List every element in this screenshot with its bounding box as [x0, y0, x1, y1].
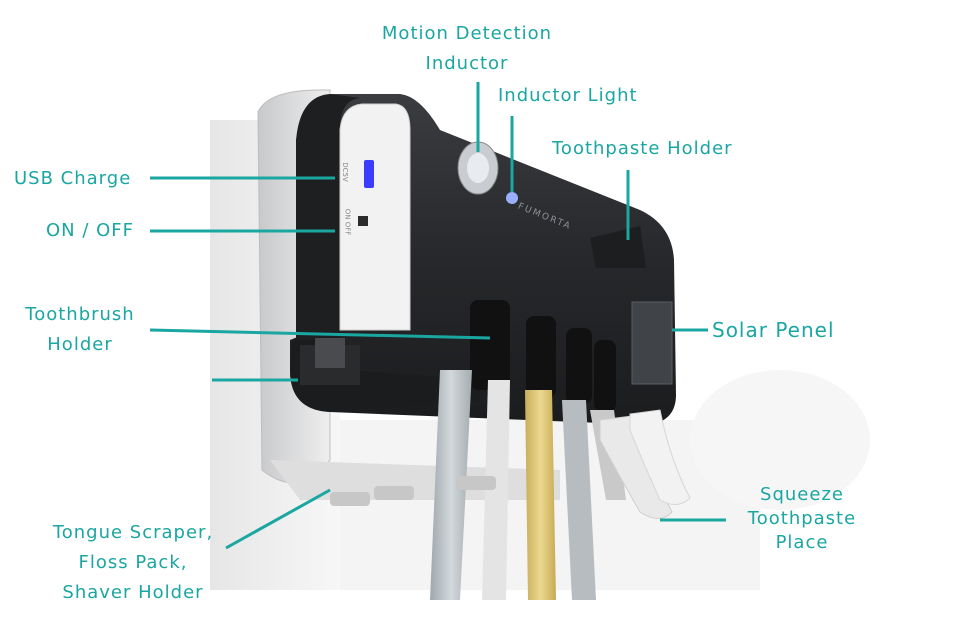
label-tongue-line1: Tongue Scraper,	[52, 522, 214, 543]
device-body	[290, 94, 676, 425]
leader-lines	[149, 82, 726, 550]
label-squeeze-line3: Place	[775, 532, 829, 553]
label-toothbrush-line1: Toothbrush	[25, 304, 135, 325]
device-dc-text: DC5V	[340, 162, 349, 182]
label-motion-line1: Motion Detection	[381, 23, 553, 44]
squeeze-levers	[599, 409, 691, 519]
label-motion-line2: Inductor	[425, 53, 509, 74]
label-motion-detection: Motion Detection Inductor	[355, 22, 579, 76]
brush-slot	[566, 328, 592, 404]
label-toothbrush-line2: Holder	[47, 334, 113, 355]
label-solar-panel: Solar Penel	[712, 318, 835, 342]
brush-slot	[594, 340, 616, 412]
brush-slot	[526, 316, 556, 398]
label-tongue-line2: Floss Pack,	[78, 552, 188, 573]
solar-panel-part	[631, 301, 673, 385]
accessory-holders	[330, 476, 496, 506]
label-squeeze-line1: Squeeze	[760, 484, 844, 505]
label-tongue-line3: Shaver Holder	[62, 582, 204, 603]
label-toothbrush-holder: Toothbrush Holder	[10, 303, 150, 357]
label-tongue-scraper: Tongue Scraper, Floss Pack, Shaver Holde…	[38, 521, 228, 605]
usb-port-light	[364, 160, 374, 188]
label-inductor-light: Inductor Light	[498, 85, 638, 106]
label-toothpaste-holder: Toothpaste Holder	[552, 138, 733, 159]
label-on-off: ON / OFF	[46, 220, 135, 241]
device-onoff-text: ON OFF	[343, 208, 352, 236]
label-squeeze-line2: Toothpaste	[747, 508, 857, 529]
toothbrush-handles	[430, 370, 626, 600]
inductor-light	[506, 192, 518, 204]
toothpaste-holder-part	[590, 226, 646, 268]
power-switch	[358, 216, 368, 226]
leader-tongue	[225, 488, 331, 550]
leader-toothbrush-upper	[149, 328, 491, 340]
label-usb-charge: USB Charge	[14, 168, 132, 189]
label-squeeze-toothpaste-place: Squeeze Toothpaste Place	[722, 483, 882, 555]
brush-slot	[470, 300, 510, 390]
